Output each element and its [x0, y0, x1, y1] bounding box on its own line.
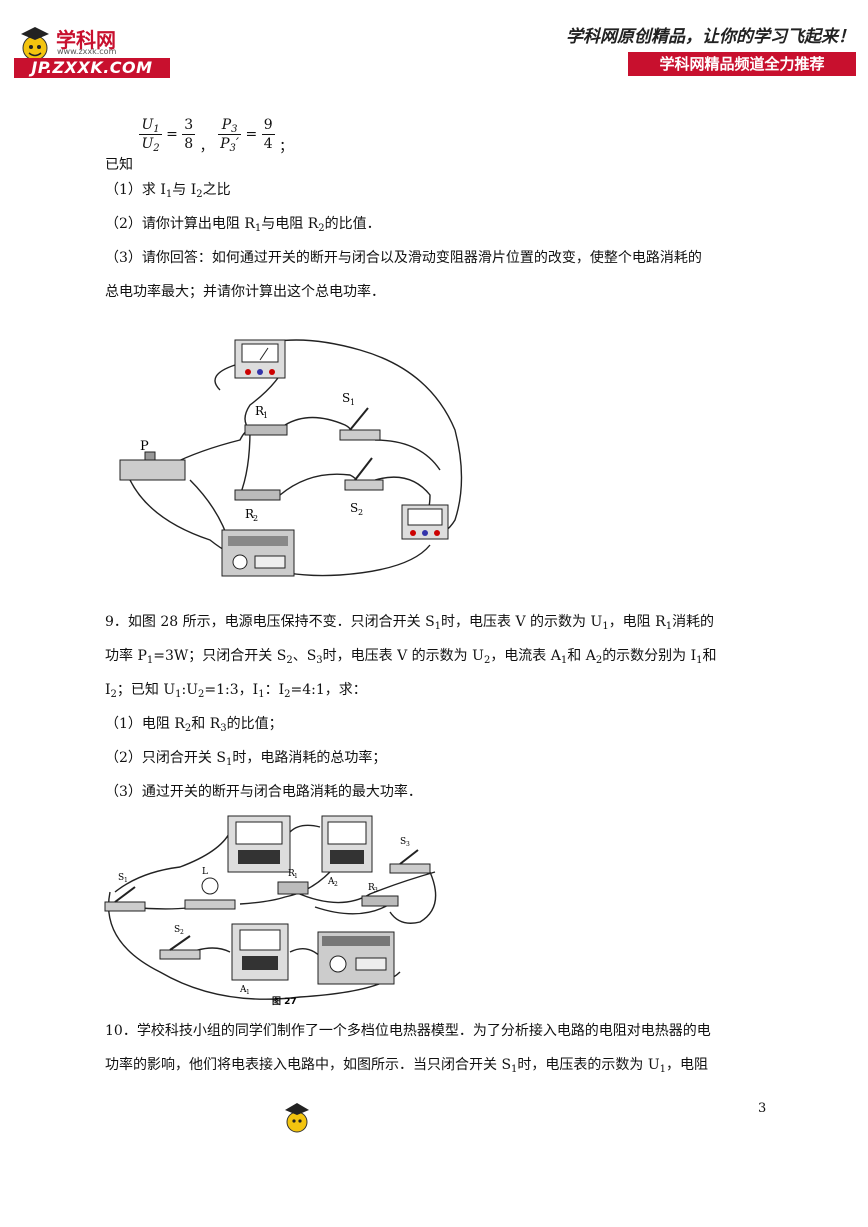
q8-part2: （2）请你计算出电阻 R1与电阻 R2的比值．: [105, 216, 381, 234]
switch-s3-icon: [389, 849, 431, 874]
q9-circuit-figure: A 2 S 1 L R 1 S 3 R 3 S 2 A 1 图 27: [104, 815, 437, 1007]
voltmeter-icon: [227, 815, 291, 873]
svg-text:R: R: [288, 869, 295, 879]
svg-text:P: P: [140, 439, 149, 454]
wire-top-mid: [289, 824, 321, 833]
wire-top-left: [114, 831, 231, 893]
ammeter-a2-icon: [321, 815, 373, 873]
svg-text:1: 1: [294, 873, 298, 880]
svg-text:2: 2: [334, 881, 338, 888]
ammeter-icon: [401, 504, 449, 540]
svg-text:S: S: [350, 501, 358, 515]
q8-part3-line2: 总电功率最大；并请你计算出这个总电功率．: [105, 284, 385, 300]
q8-circuit-figure: R 1 S 1 P R 2 S 2: [119, 339, 463, 577]
resistor-r3-icon: [361, 895, 399, 907]
svg-text:3: 3: [406, 841, 410, 848]
logo-brand: 学科网: [56, 28, 116, 52]
logo-subtitle: www.zxxk.com: [57, 47, 117, 56]
svg-text:S: S: [118, 873, 124, 883]
svg-text:1: 1: [263, 411, 268, 420]
q8-part1: （1）求 I1与 I2之比: [105, 182, 231, 200]
resistor-r2-icon: [234, 489, 281, 501]
svg-text:S: S: [400, 837, 406, 847]
svg-text:1: 1: [246, 989, 250, 996]
svg-text:3: 3: [374, 887, 378, 894]
mascot-icon: [21, 27, 49, 61]
wire-s3-r3: [389, 871, 437, 924]
wire-outer-left: [107, 891, 401, 1000]
svg-text:R: R: [245, 507, 255, 521]
switch-s2-icon: [344, 457, 384, 491]
wire-r1-r3: [314, 903, 391, 915]
q9-line3: I2；已知 U1:U2=1:3，I1：I2=4:1，求：: [105, 682, 367, 700]
wire-r1-s3: [294, 871, 436, 904]
power-supply-icon: [221, 529, 295, 577]
svg-text:1: 1: [350, 398, 355, 407]
svg-text:R: R: [255, 404, 265, 418]
svg-text:S: S: [342, 391, 350, 405]
svg-text:A: A: [327, 877, 335, 887]
ammeter-a1-icon: [231, 923, 289, 981]
switch-s1-icon: [104, 886, 146, 912]
q9-part3: （3）通过开关的断开与闭合电路消耗的最大功率．: [105, 784, 422, 800]
q10-line1: 10．学校科技小组的同学们制作了一个多档位电热器模型．为了分析接入电路的电阻对电…: [105, 1023, 711, 1039]
logo-url[interactable]: JP.ZXXK.COM: [14, 58, 170, 78]
resistor-r1-icon: [277, 881, 309, 895]
svg-text:A: A: [239, 985, 247, 995]
svg-text:S: S: [174, 925, 180, 935]
resistor-r1-icon: [244, 424, 288, 436]
voltmeter-icon: [234, 339, 286, 379]
svg-text:L: L: [202, 867, 208, 877]
lamp-icon: [184, 877, 236, 910]
svg-text:2: 2: [358, 508, 363, 517]
svg-text:图 27: 图 27: [272, 996, 297, 1007]
q8-part3-line1: （3）请你回答：如何通过开关的断开与闭合以及滑动变阻器滑片位置的改变，使整个电路…: [105, 250, 702, 266]
svg-text:1: 1: [124, 877, 128, 884]
wire-l-voltmeter: [239, 871, 331, 905]
rheostat-icon: [119, 451, 186, 481]
q9-part1: （1）电阻 R2和 R3的比值；: [105, 716, 283, 734]
switch-s2-icon: [159, 935, 201, 960]
q9-part2: （2）只闭合开关 S1时，电路消耗的总功率；: [105, 750, 387, 768]
svg-text:2: 2: [253, 514, 258, 523]
header-slogan: 学科网原创精品，让你的学习飞起来！: [566, 27, 855, 47]
page-number: 3: [758, 1101, 767, 1116]
q9-line1: 9．如图 28 所示，电源电压保持不变．只闭合开关 S1时，电压表 V 的示数为…: [105, 614, 715, 632]
site-logo[interactable]: [16, 18, 176, 80]
wire-r1-left: [244, 374, 281, 431]
svg-text:2: 2: [180, 929, 184, 936]
wire-voltmeter-left: [214, 364, 236, 391]
power-supply-icon: [317, 931, 395, 985]
footer-mascot-icon: [285, 1103, 309, 1133]
switch-s1-icon: [339, 407, 381, 441]
q9-line2: 功率 P1=3W；只闭合开关 S2、S3时，电压表 V 的示数为 U2，电流表 …: [105, 648, 717, 666]
wire-s1-right: [374, 439, 441, 471]
svg-text:R: R: [368, 883, 375, 893]
header-banner[interactable]: 学科网精品频道全力推荐: [628, 52, 856, 76]
wire-outer-right: [244, 339, 463, 537]
wire-r1-r2: [239, 429, 251, 496]
q10-line2: 功率的影响，他们将电表接入电路中，如图所示．当只闭合开关 S1时，电压表的示数为…: [105, 1057, 709, 1075]
